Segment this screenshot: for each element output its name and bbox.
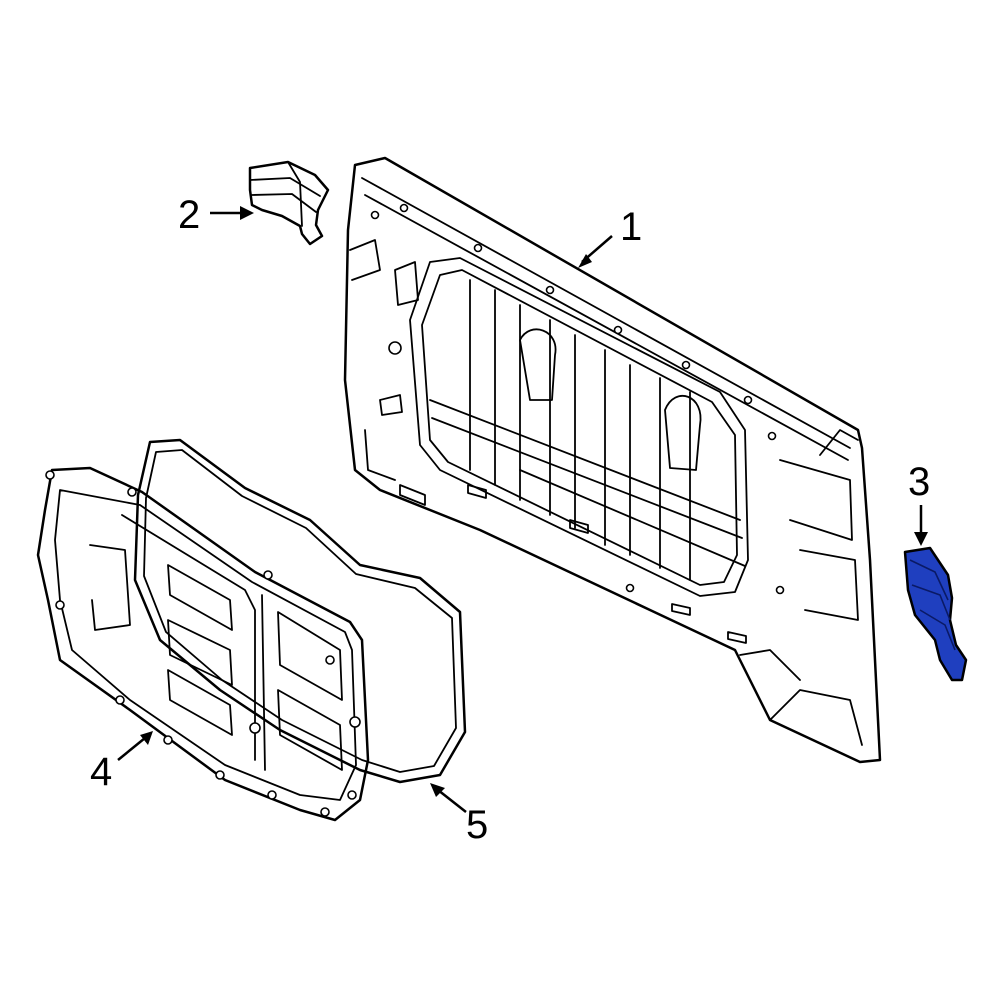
part-2-small-bracket[interactable] [248,160,330,246]
part-4-insulator-panel[interactable] [36,466,370,822]
leader-3-arrowhead [914,532,928,546]
leader-4-arrowhead [140,731,153,745]
part-1-dash-panel[interactable] [343,156,882,764]
callout-5: 5 [466,803,488,847]
callout-4: 4 [90,750,112,794]
callout-2: 2 [178,193,200,237]
leader-4 [117,737,146,761]
callout-labels: 1 2 3 4 5 [90,193,930,847]
callout-1: 1 [620,205,642,249]
part-5-panel-seal[interactable] [133,438,467,784]
callout-3: 3 [908,460,930,504]
leader-5 [437,789,467,813]
callout-leaders [117,206,928,813]
part-3-side-reinforcement[interactable] [903,546,968,682]
leader-1-arrowhead [578,254,592,268]
leader-2-arrowhead [240,206,254,220]
leader-5-arrowhead [430,783,445,797]
